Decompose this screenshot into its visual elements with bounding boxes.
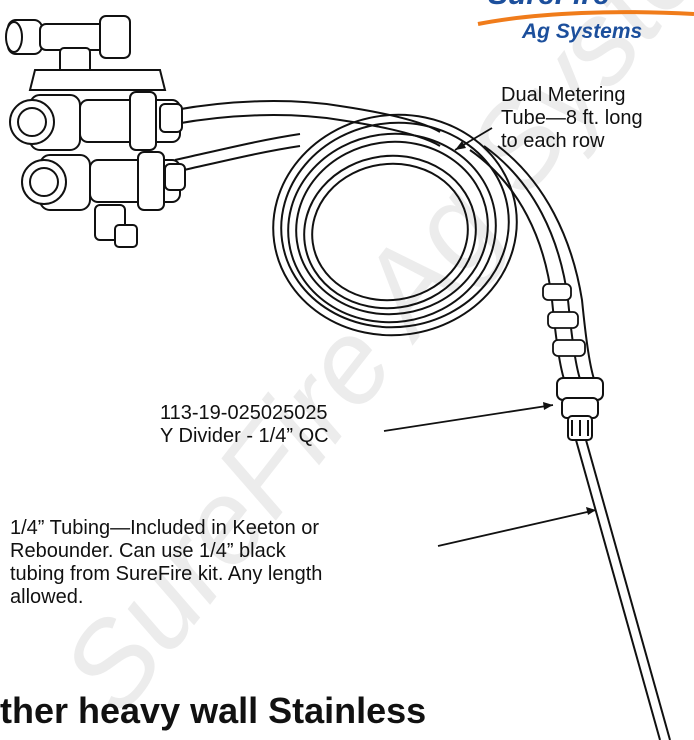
- brand-logo-name: SureFire: [488, 0, 694, 12]
- tube-joints: [542, 283, 586, 357]
- callout-tubing-line-2: Rebounder. Can use 1/4” black: [10, 540, 286, 562]
- tube-coil: [272, 113, 518, 337]
- callout-y-divider: 113-19-025025025 Y Divider - 1/4” QC: [160, 402, 400, 448]
- callout-y-divider-description: Y Divider - 1/4” QC: [160, 425, 329, 447]
- callout-tubing: 1/4” Tubing—Included in Keeton or Reboun…: [10, 517, 450, 609]
- section-heading: ther heavy wall Stainless: [0, 690, 427, 731]
- callout-metering-tube-line-2: Tube—8 ft. long: [501, 107, 643, 129]
- callout-metering-tube-line-3: to each row: [501, 130, 605, 152]
- callout-metering-tube-line-1: Dual Metering: [501, 84, 626, 106]
- callout-tubing-line-3: tubing from SureFire kit. Any length: [10, 563, 323, 585]
- callout-y-divider-part-number: 113-19-025025025: [160, 402, 328, 424]
- leader-arrowheads: [455, 141, 596, 515]
- callout-tubing-line-1: 1/4” Tubing—Included in Keeton or: [10, 517, 320, 539]
- brand-swoosh: [477, 10, 694, 26]
- callout-tubing-line-4: allowed.: [10, 586, 84, 608]
- brand-logo-subtitle: Ag Systems: [522, 20, 643, 43]
- manifold-assembly: [5, 15, 186, 248]
- y-divider-fitting: [556, 377, 604, 441]
- callout-metering-tube: Dual Metering Tube—8 ft. long to each ro…: [501, 84, 694, 153]
- quarter-inch-tubing: [575, 439, 671, 740]
- metering-tube-lead: [174, 100, 441, 173]
